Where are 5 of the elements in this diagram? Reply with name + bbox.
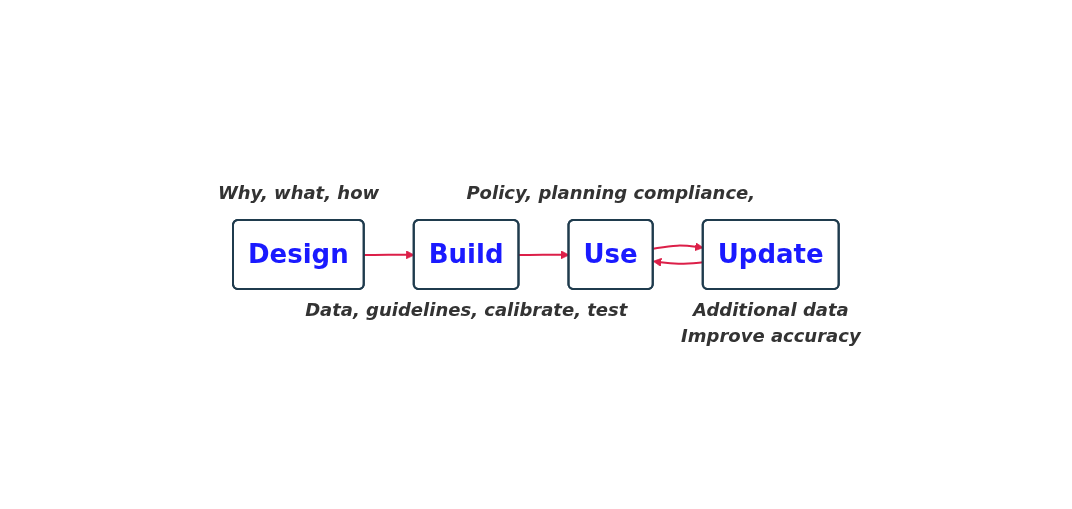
node-caption: Data, guidelines, calibrate, test (305, 299, 628, 320)
node-caption: Improve accuracy (681, 325, 861, 346)
node-caption: Why, what, how (217, 182, 380, 203)
node-caption: Additional data (693, 299, 849, 320)
node-caption: Policy, planning compliance, (466, 182, 756, 203)
